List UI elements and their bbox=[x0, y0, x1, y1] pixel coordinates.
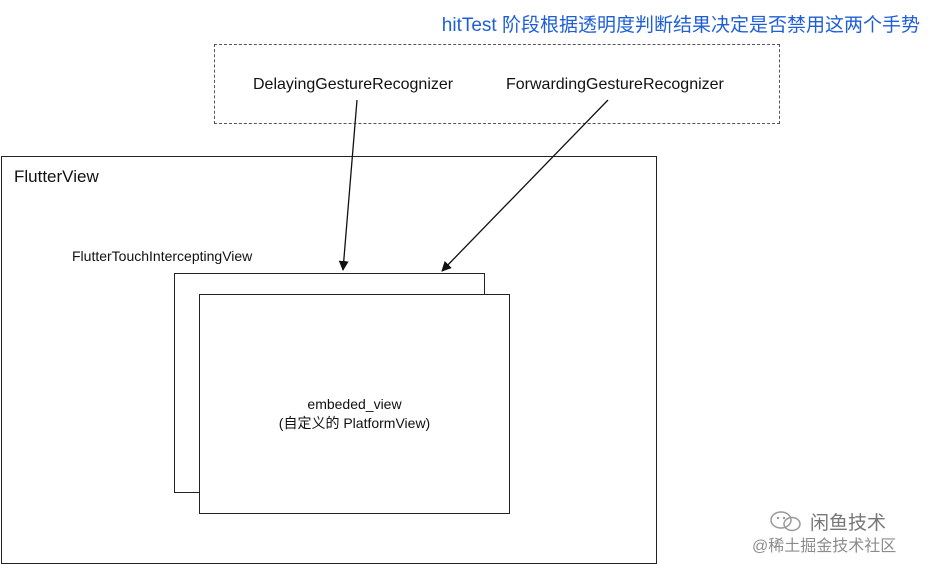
embedded-view-box bbox=[199, 294, 510, 514]
delaying-gesture-recognizer-label: DelayingGestureRecognizer bbox=[253, 76, 454, 93]
watermark-bottom-text: @稀土掘金技术社区 bbox=[752, 538, 897, 555]
watermark-top-text: 闲鱼技术 bbox=[810, 513, 887, 534]
forwarding-gesture-recognizer-label: ForwardingGestureRecognizer bbox=[506, 76, 724, 93]
intercepting-view-label: FlutterTouchInterceptingView bbox=[72, 248, 253, 264]
hittest-note: hitTest 阶段根据透明度判断结果决定是否禁用这两个手势 bbox=[441, 15, 920, 36]
flutter-view-box bbox=[1, 156, 657, 564]
watermark: 闲鱼技术 @稀土掘金技术社区 bbox=[740, 508, 920, 558]
embedded-view-label: embeded_view (自定义的 PlatformView) bbox=[199, 395, 510, 433]
embedded-view-name: embeded_view bbox=[307, 396, 402, 412]
wechat-icon bbox=[770, 511, 801, 532]
flutter-view-label: FlutterView bbox=[14, 167, 99, 186]
embedded-view-description: (自定义的 PlatformView) bbox=[278, 415, 431, 431]
